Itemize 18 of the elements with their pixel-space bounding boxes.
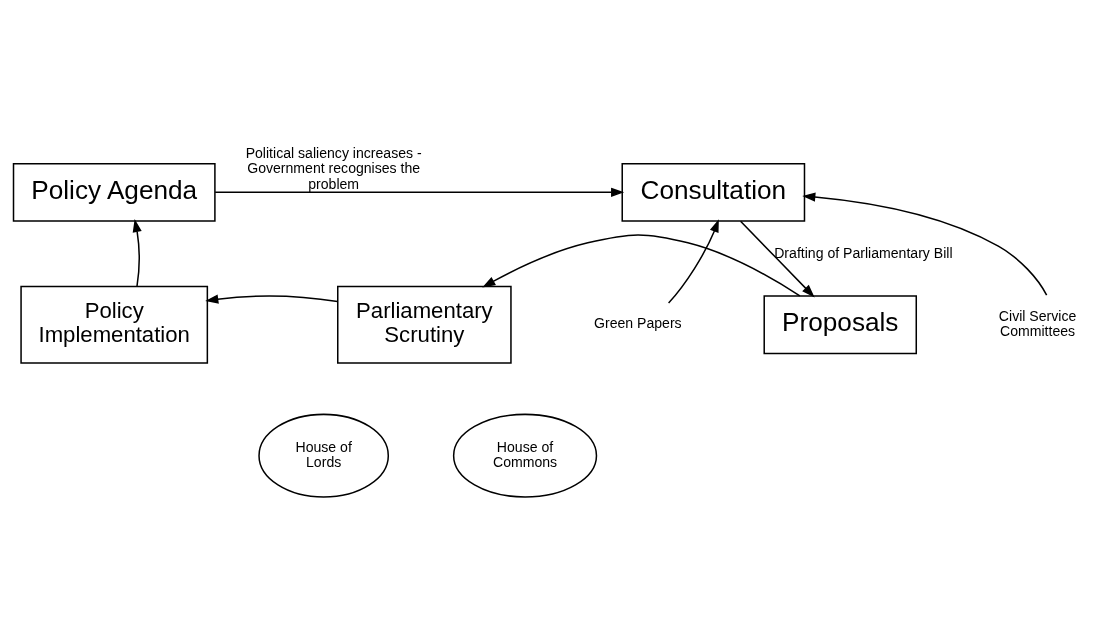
node-box: Consultation bbox=[621, 162, 806, 222]
node-ellipse: House of Commons bbox=[452, 413, 598, 498]
node-box: Parliamentary Scrutiny bbox=[337, 285, 512, 364]
node-ellipse: House of Lords bbox=[258, 413, 390, 498]
arrow bbox=[667, 218, 719, 304]
node-text: Civil Service Committees bbox=[998, 307, 1077, 339]
arrow bbox=[132, 218, 142, 287]
node-box: Proposals bbox=[763, 294, 917, 354]
arrow bbox=[802, 192, 1048, 296]
arrow bbox=[205, 294, 339, 304]
arrow bbox=[482, 233, 801, 297]
node-text: Green Papers bbox=[594, 314, 682, 331]
arrow bbox=[739, 220, 815, 297]
arrow bbox=[214, 187, 625, 197]
edge-label: Drafting of Parliamentary Bill bbox=[774, 243, 953, 260]
edge-label: Political saliency increases - Government recognises the problem bbox=[245, 144, 422, 192]
node-box: Policy Implementation bbox=[20, 285, 209, 364]
node-box: Policy Agenda bbox=[12, 162, 216, 222]
